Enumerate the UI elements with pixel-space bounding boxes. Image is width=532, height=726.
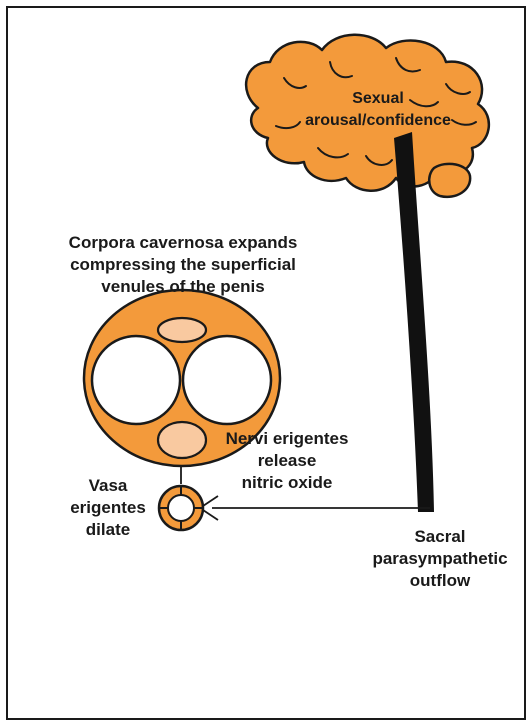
corpora-label-line2: compressing the superficial <box>70 255 296 274</box>
blood-vessel-icon <box>159 486 203 530</box>
sacral-label-line2: parasympathetic <box>372 549 507 568</box>
vasa-label-line2: erigentes <box>70 498 146 517</box>
vasa-label-line3: dilate <box>86 520 130 539</box>
sacral-label-line3: outflow <box>410 571 471 590</box>
corpora-label-line3: venules of the penis <box>101 277 264 296</box>
nervi-label-line3: nitric oxide <box>242 473 333 492</box>
brain-label-line2: arousal/confidence <box>305 112 451 129</box>
vasa-label-line1: Vasa <box>89 476 128 495</box>
nervi-label-line2: release <box>258 451 317 470</box>
nervi-label-line1: Nervi erigentes <box>226 429 349 448</box>
sacral-label-line1: Sacral <box>414 527 465 546</box>
corpora-label-line1: Corpora cavernosa expands <box>69 233 298 252</box>
brain-label-line1: Sexual <box>352 90 404 107</box>
